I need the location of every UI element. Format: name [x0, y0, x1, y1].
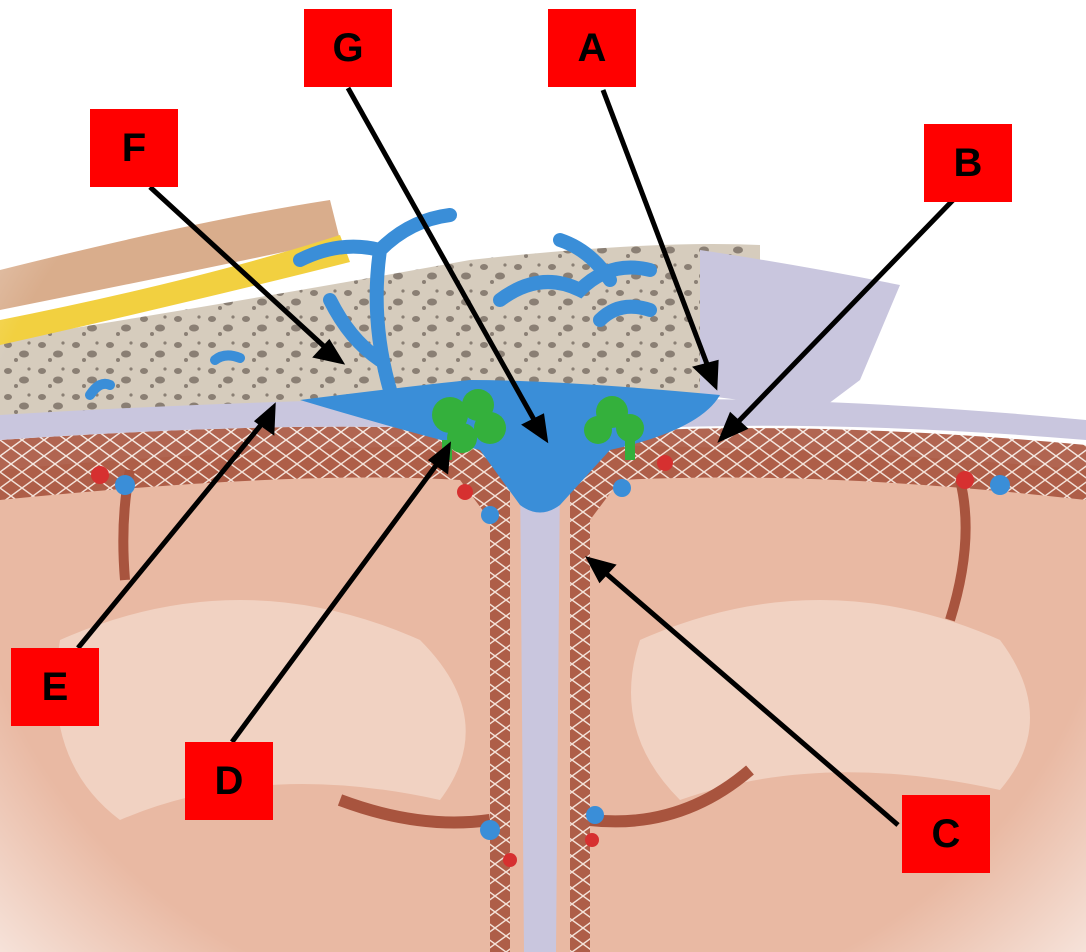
- label-A: A: [548, 9, 636, 87]
- label-C: C: [902, 795, 990, 873]
- label-F: F: [90, 109, 178, 187]
- label-G-text: G: [332, 28, 363, 68]
- label-E-text: E: [42, 667, 69, 707]
- label-E: E: [11, 648, 99, 726]
- label-F-text: F: [122, 128, 146, 168]
- label-G: G: [304, 9, 392, 87]
- label-B-text: B: [954, 143, 983, 183]
- label-C-text: C: [932, 814, 961, 854]
- label-D-text: D: [215, 761, 244, 801]
- label-A-text: A: [578, 28, 607, 68]
- label-B: B: [924, 124, 1012, 202]
- label-D: D: [185, 742, 273, 820]
